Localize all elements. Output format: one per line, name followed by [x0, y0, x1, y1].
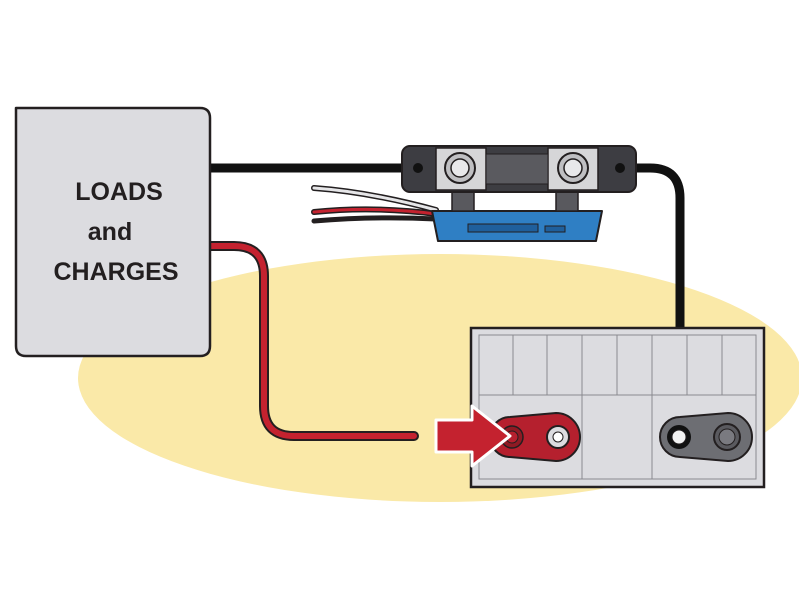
loads-label-line3: CHARGES — [53, 258, 178, 286]
fuse-block — [401, 145, 637, 193]
loads-label-line2: and — [88, 218, 132, 246]
negative-terminal-icon — [659, 411, 753, 463]
shunt-board — [431, 187, 603, 242]
loads-label-line1: LOADS — [75, 178, 163, 206]
signal-wires — [311, 185, 439, 224]
positive-wire — [204, 241, 419, 441]
bolt-left-icon — [444, 152, 476, 184]
arrow-right-icon — [434, 404, 512, 468]
loads-box: LOADS and CHARGES — [14, 106, 212, 358]
bolt-right-icon — [557, 152, 589, 184]
negative-wire-battery — [615, 163, 685, 437]
positive-terminal-icon — [489, 411, 581, 463]
battery — [469, 326, 766, 489]
